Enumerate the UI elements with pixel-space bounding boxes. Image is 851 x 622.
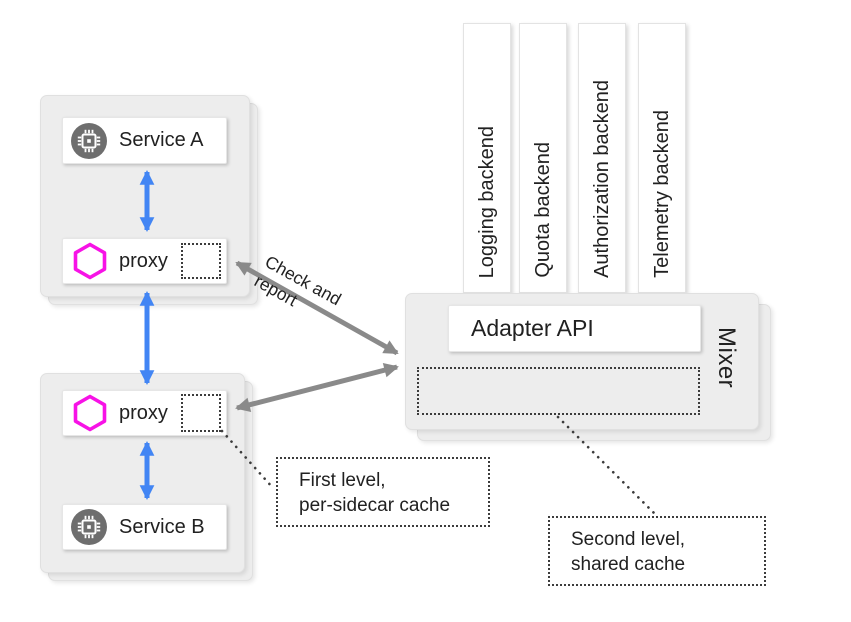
backend-quota-label: Quota backend: [531, 142, 554, 278]
check-report-label: Check and report: [251, 250, 346, 329]
service-a-box: Service A: [62, 117, 227, 164]
mixer-title: Mixer: [713, 327, 740, 389]
service-b-label: Service B: [119, 515, 205, 538]
second-level-cache-line2: shared cache: [571, 554, 686, 575]
service-a-label: Service A: [119, 129, 204, 151]
first-level-cache-line1: First level,: [299, 470, 386, 491]
backend-authorization-label: Authorization backend: [590, 80, 613, 278]
backend-logging-label: Logging backend: [475, 125, 498, 278]
backend-logging: Logging backend: [463, 23, 511, 293]
proxy-a-cache-slot: [181, 243, 221, 279]
proxy-a-box: proxy: [62, 238, 227, 284]
backend-telemetry-label: Telemetry backend: [650, 110, 673, 278]
proxy-b-box: proxy: [62, 390, 227, 436]
adapter-api-box: Adapter API: [448, 305, 701, 352]
hexagon-icon: [73, 394, 107, 432]
backend-telemetry: Telemetry backend: [638, 23, 686, 293]
hexagon-icon: [73, 242, 107, 280]
adapter-api-label: Adapter API: [471, 315, 594, 341]
backend-quota: Quota backend: [519, 23, 567, 293]
arrow-mixer-proxy-b: [235, 363, 399, 412]
second-level-cache-note: Second level, shared cache: [548, 516, 766, 586]
chip-icon: [71, 122, 107, 159]
proxy-b-cache-slot: [181, 394, 221, 432]
first-level-cache-note: First level, per-sidecar cache: [276, 457, 490, 527]
service-b-box: Service B: [62, 504, 227, 550]
proxy-b-label: proxy: [119, 401, 168, 424]
proxy-a-label: proxy: [119, 249, 168, 272]
shared-cache-slot: [417, 367, 700, 415]
backend-authorization: Authorization backend: [578, 23, 626, 293]
second-level-cache-line1: Second level,: [571, 529, 686, 550]
chip-icon: [71, 509, 107, 545]
first-level-cache-line2: per-sidecar cache: [299, 495, 451, 516]
